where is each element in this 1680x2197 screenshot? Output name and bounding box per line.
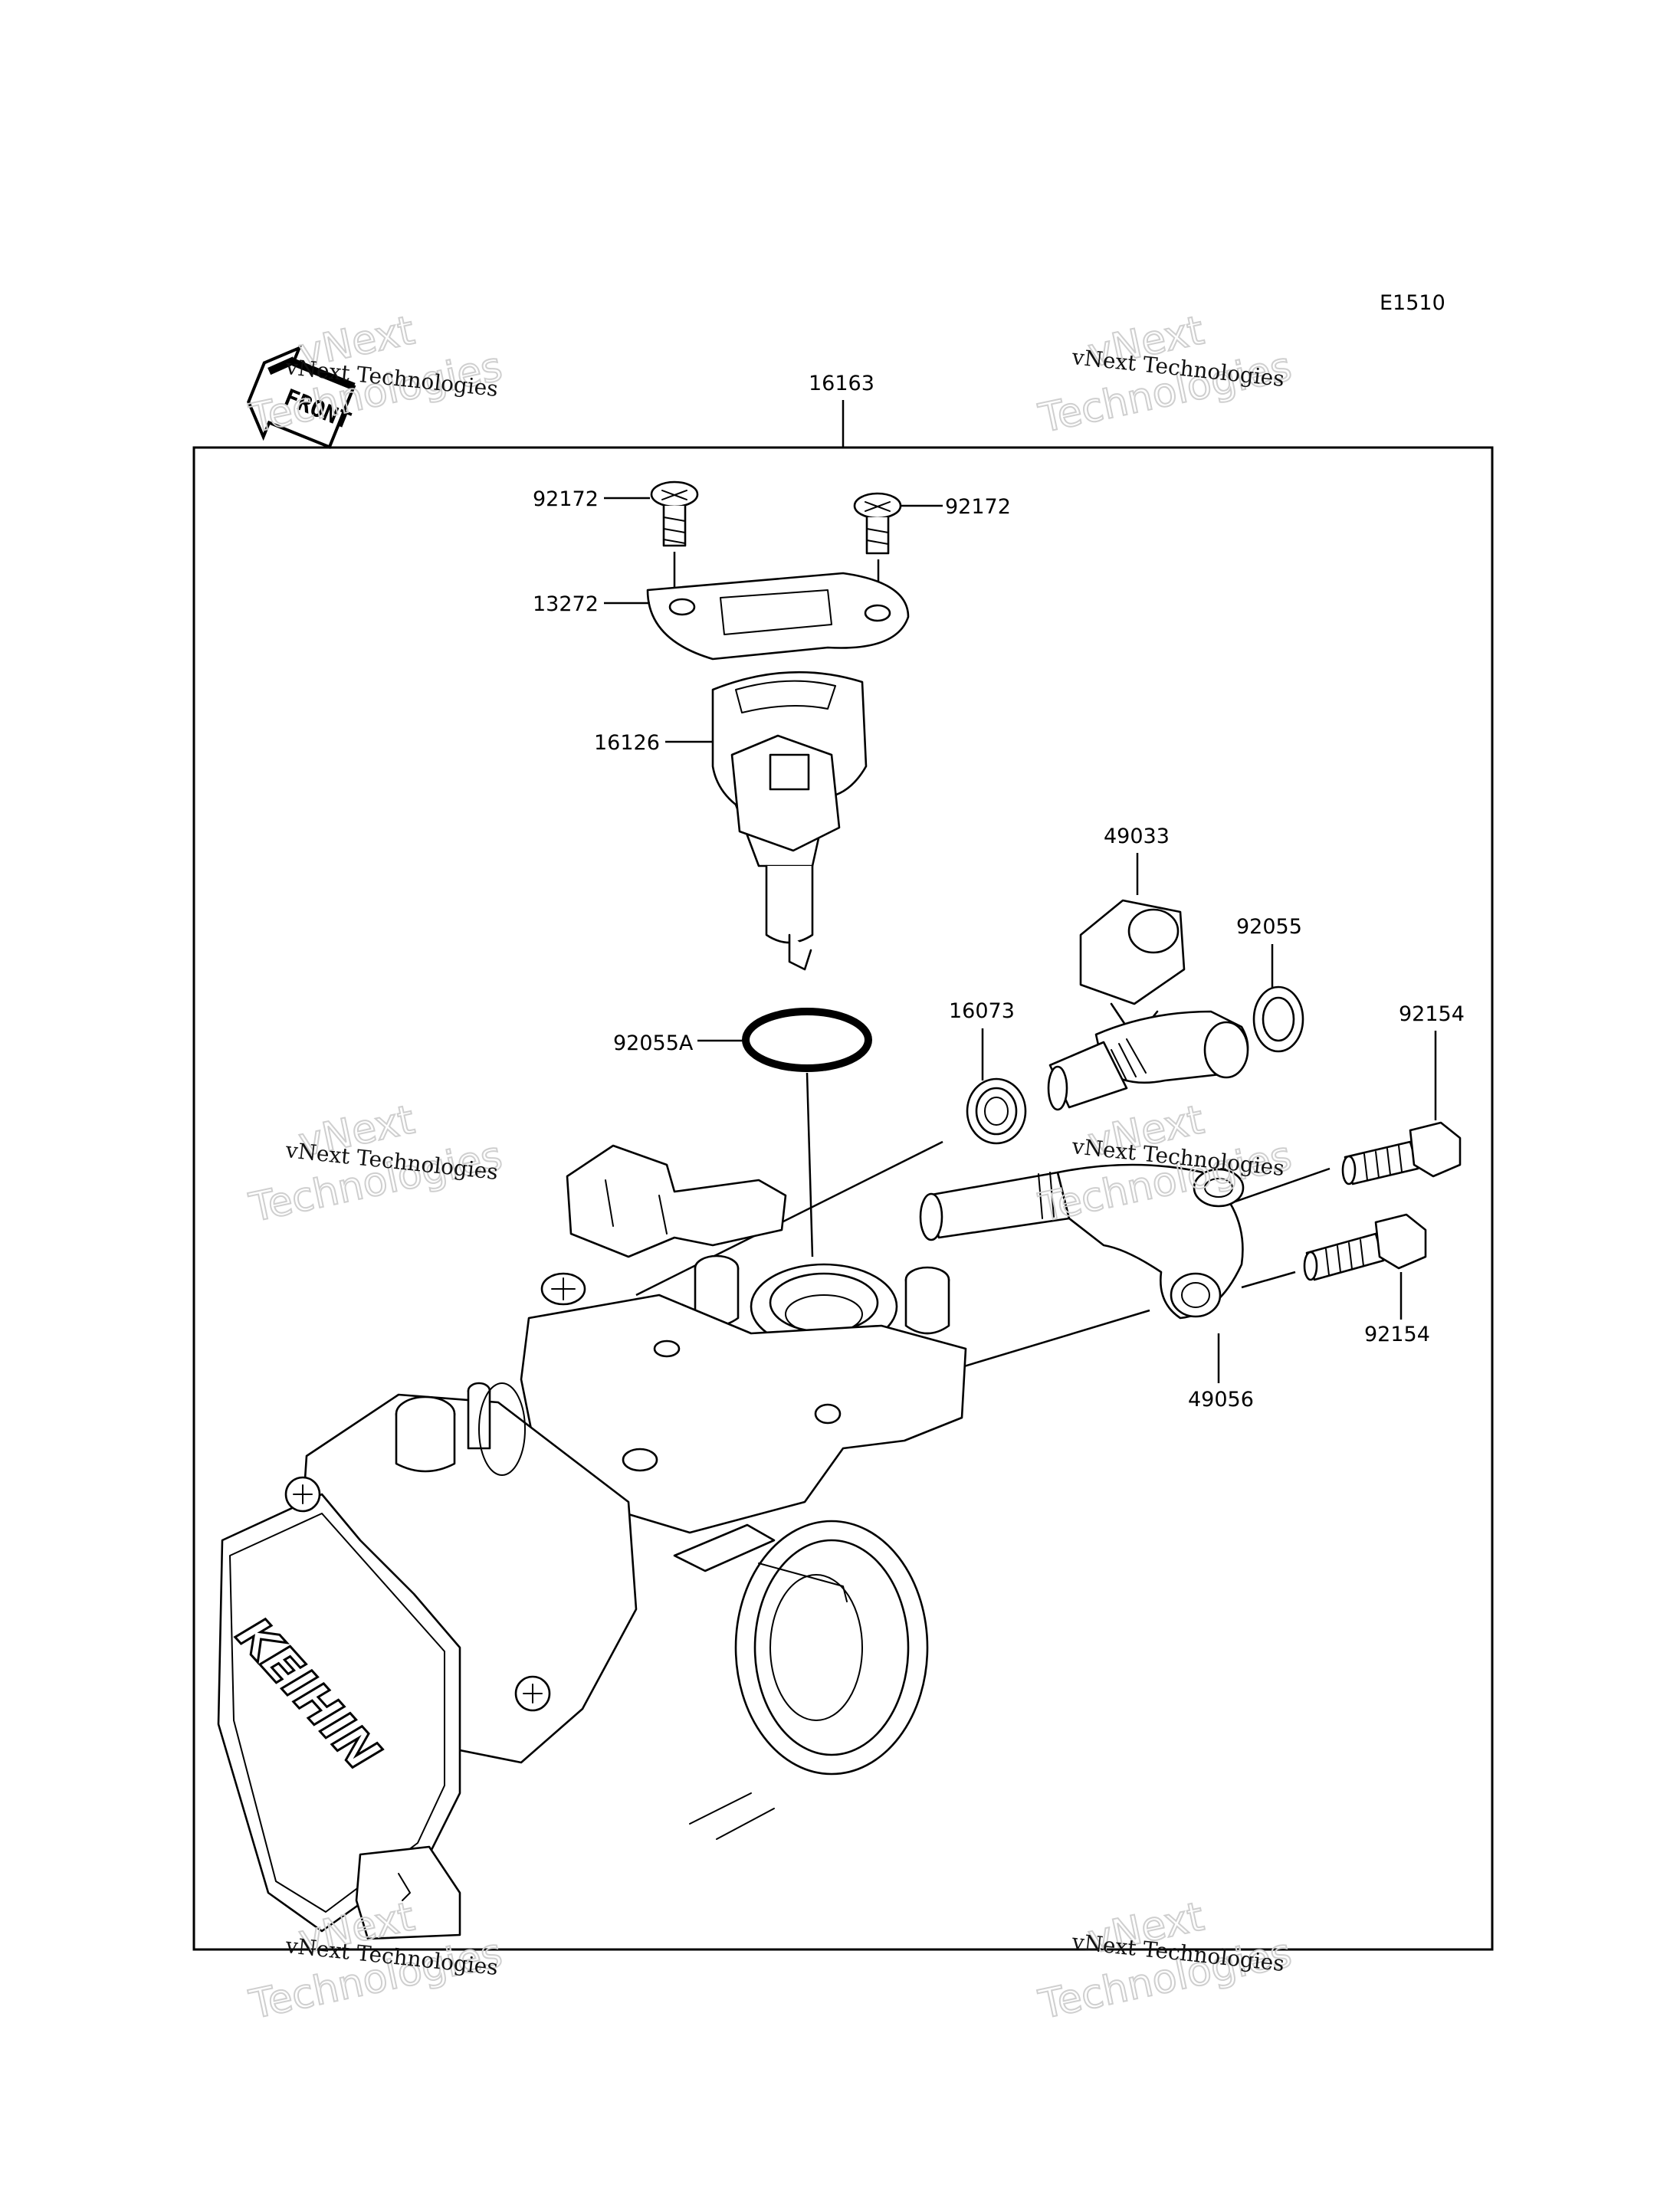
axis-oring <box>806 1072 814 1258</box>
callout-gasket: 13272 <box>533 592 599 616</box>
sensor-part <box>711 671 868 971</box>
seal-temp-part <box>1252 985 1304 1053</box>
callout-sensor: 16126 <box>594 731 660 755</box>
seal-small-part <box>966 1077 1027 1145</box>
fitting-part <box>919 1163 1245 1320</box>
front-arrow-icon: FRONT <box>247 345 356 449</box>
diagram-code: E1510 <box>1380 291 1445 315</box>
callout-screw-right: 92172 <box>945 495 1011 519</box>
axis-bolt-lower <box>1241 1271 1296 1289</box>
callout-fitting: 49056 <box>1188 1388 1254 1412</box>
gasket-part <box>646 572 910 661</box>
screw-right-part <box>853 492 902 555</box>
axis-seal-small <box>635 1140 943 1297</box>
assembly-frame <box>192 446 1494 1951</box>
temp-sensor-part <box>1047 899 1249 1111</box>
assembly-label: 16163 <box>809 372 874 395</box>
callout-screw-left: 92172 <box>533 487 599 511</box>
bolt-lower-part <box>1303 1213 1427 1281</box>
callout-seal-small: 16073 <box>949 999 1015 1023</box>
callout-oring: 92055A <box>613 1031 694 1055</box>
callout-seal-temp: 92055 <box>1236 915 1302 939</box>
bolt-upper-part <box>1341 1121 1462 1185</box>
callout-temp-sensor: 49033 <box>1104 825 1170 848</box>
oring-part <box>742 1008 872 1072</box>
throttle-body-part: KEIHIN <box>217 1144 967 1940</box>
screw-left-part <box>650 480 699 547</box>
callout-bolt-upper: 92154 <box>1399 1002 1465 1026</box>
callout-bolt-lower: 92154 <box>1364 1323 1430 1346</box>
